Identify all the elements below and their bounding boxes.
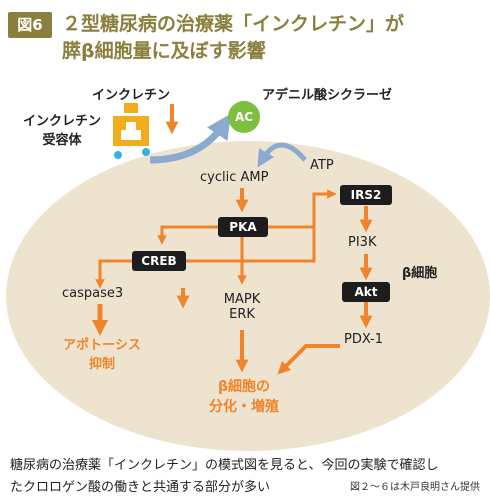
node-creb: CREB: [132, 251, 186, 271]
node-apoptosis-line2: 抑制: [88, 357, 115, 372]
arrow-creb-irs2: [186, 212, 316, 263]
figure-badge: 図6: [8, 12, 52, 38]
node-caspase3: caspase3: [62, 286, 124, 301]
arrow-pka-irs2: [268, 189, 337, 229]
arrow-receptor-ac: [149, 113, 231, 164]
node-pka: PKA: [218, 217, 268, 237]
node-atp: ATP: [310, 158, 334, 173]
label-receptor-line2: 受容体: [42, 133, 82, 148]
caption-line1: 糖尿病の治療薬「インクレチン」の模式図を見ると、今回の実験で確認し: [10, 458, 439, 473]
node-outcome-line1: β細胞の: [217, 379, 271, 395]
image-credit: 図２～６は木戸良明さん提供: [350, 482, 480, 493]
cell-body: [6, 141, 490, 451]
node-mapk-erk: MAPK ERK: [212, 292, 272, 322]
node-mapk: MAPK: [223, 292, 261, 307]
label-incretin: インクレチン: [92, 88, 171, 103]
arrow-pka-creb: [157, 225, 218, 245]
node-outcome-line2: 分化・増殖: [209, 399, 279, 415]
label-beta-cell: β細胞: [402, 266, 438, 281]
figure-subtitle: 膵β細胞量に及ぼす影響: [62, 40, 266, 62]
node-apoptosis: アポトーシス 抑制: [50, 334, 154, 372]
label-receptor: インクレチン 受容体: [14, 110, 110, 148]
node-outcome: β細胞の 分化・増殖: [196, 376, 292, 416]
label-receptor-line1: インクレチン: [22, 114, 101, 129]
node-apoptosis-line1: アポトーシス: [63, 338, 141, 353]
receptor-icon: [113, 103, 150, 159]
node-camp: cyclic AMP: [200, 170, 269, 185]
arrow-atp-camp: [257, 142, 307, 168]
node-irs2: IRS2: [340, 185, 392, 205]
label-adenylate-cyclase: アデニル酸シクラーゼ: [262, 88, 393, 103]
caption-line2: たクロロゲン酸の働きと共通する部分が多い: [10, 480, 271, 495]
node-pdx1: PDX-1: [344, 332, 384, 347]
arrow-creb-caspase3: [95, 259, 132, 289]
figure-title: ２型糖尿病の治療薬「インクレチン」が: [62, 13, 405, 35]
arrow-pdx1-outcome: [277, 344, 340, 375]
node-ac: AC: [228, 101, 260, 133]
node-akt: Akt: [342, 282, 390, 302]
node-erk: ERK: [229, 307, 255, 322]
node-pi3k: PI3K: [348, 235, 377, 250]
